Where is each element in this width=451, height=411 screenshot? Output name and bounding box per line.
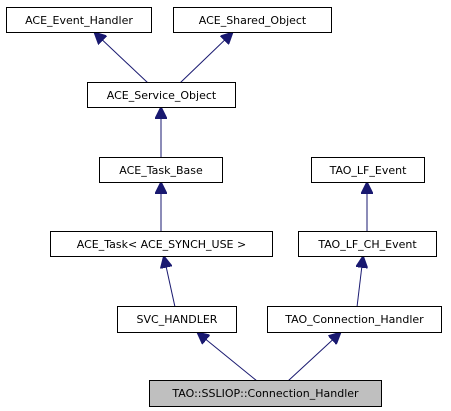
node-tao-connection-handler[interactable]: TAO_Connection_Handler xyxy=(267,306,442,333)
node-ace-event-handler[interactable]: ACE_Event_Handler xyxy=(6,7,152,33)
node-label: TAO_Connection_Handler xyxy=(285,313,424,326)
node-svc-handler[interactable]: SVC_HANDLER xyxy=(117,306,237,333)
node-label: TAO_LF_Event xyxy=(329,163,407,177)
node-ace-task[interactable]: ACE_Task< ACE_SYNCH_USE > xyxy=(50,231,273,257)
node-label: ACE_Task< ACE_SYNCH_USE > xyxy=(76,237,247,251)
edge-ssliop-to-connection-handler xyxy=(287,333,340,382)
node-label: ACE_Event_Handler xyxy=(25,13,133,27)
edge-service-object-to-event-handler xyxy=(95,33,149,84)
node-ace-service-object[interactable]: ACE_Service_Object xyxy=(87,82,236,108)
node-ace-task-base[interactable]: ACE_Task_Base xyxy=(99,157,223,183)
node-label: TAO::SSLIOP::Connection_Handler xyxy=(172,387,359,400)
node-label: ACE_Task_Base xyxy=(119,163,203,177)
node-label: ACE_Shared_Object xyxy=(198,13,307,27)
node-tao-lf-ch-event[interactable]: TAO_LF_CH_Event xyxy=(298,231,437,257)
node-tao-lf-event[interactable]: TAO_LF_Event xyxy=(311,157,425,183)
edge-svc-handler-to-task xyxy=(164,257,176,308)
edge-connection-handler-to-lf-ch-event xyxy=(357,257,363,308)
edge-ssliop-to-svc-handler xyxy=(198,333,258,382)
node-ace-shared-object[interactable]: ACE_Shared_Object xyxy=(173,7,332,33)
node-ssliop-connection-handler[interactable]: TAO::SSLIOP::Connection_Handler xyxy=(149,380,382,407)
edge-service-object-to-shared-object xyxy=(179,33,232,84)
node-label: ACE_Service_Object xyxy=(106,88,217,102)
node-label: TAO_LF_CH_Event xyxy=(318,237,417,251)
node-label: SVC_HANDLER xyxy=(136,313,218,326)
